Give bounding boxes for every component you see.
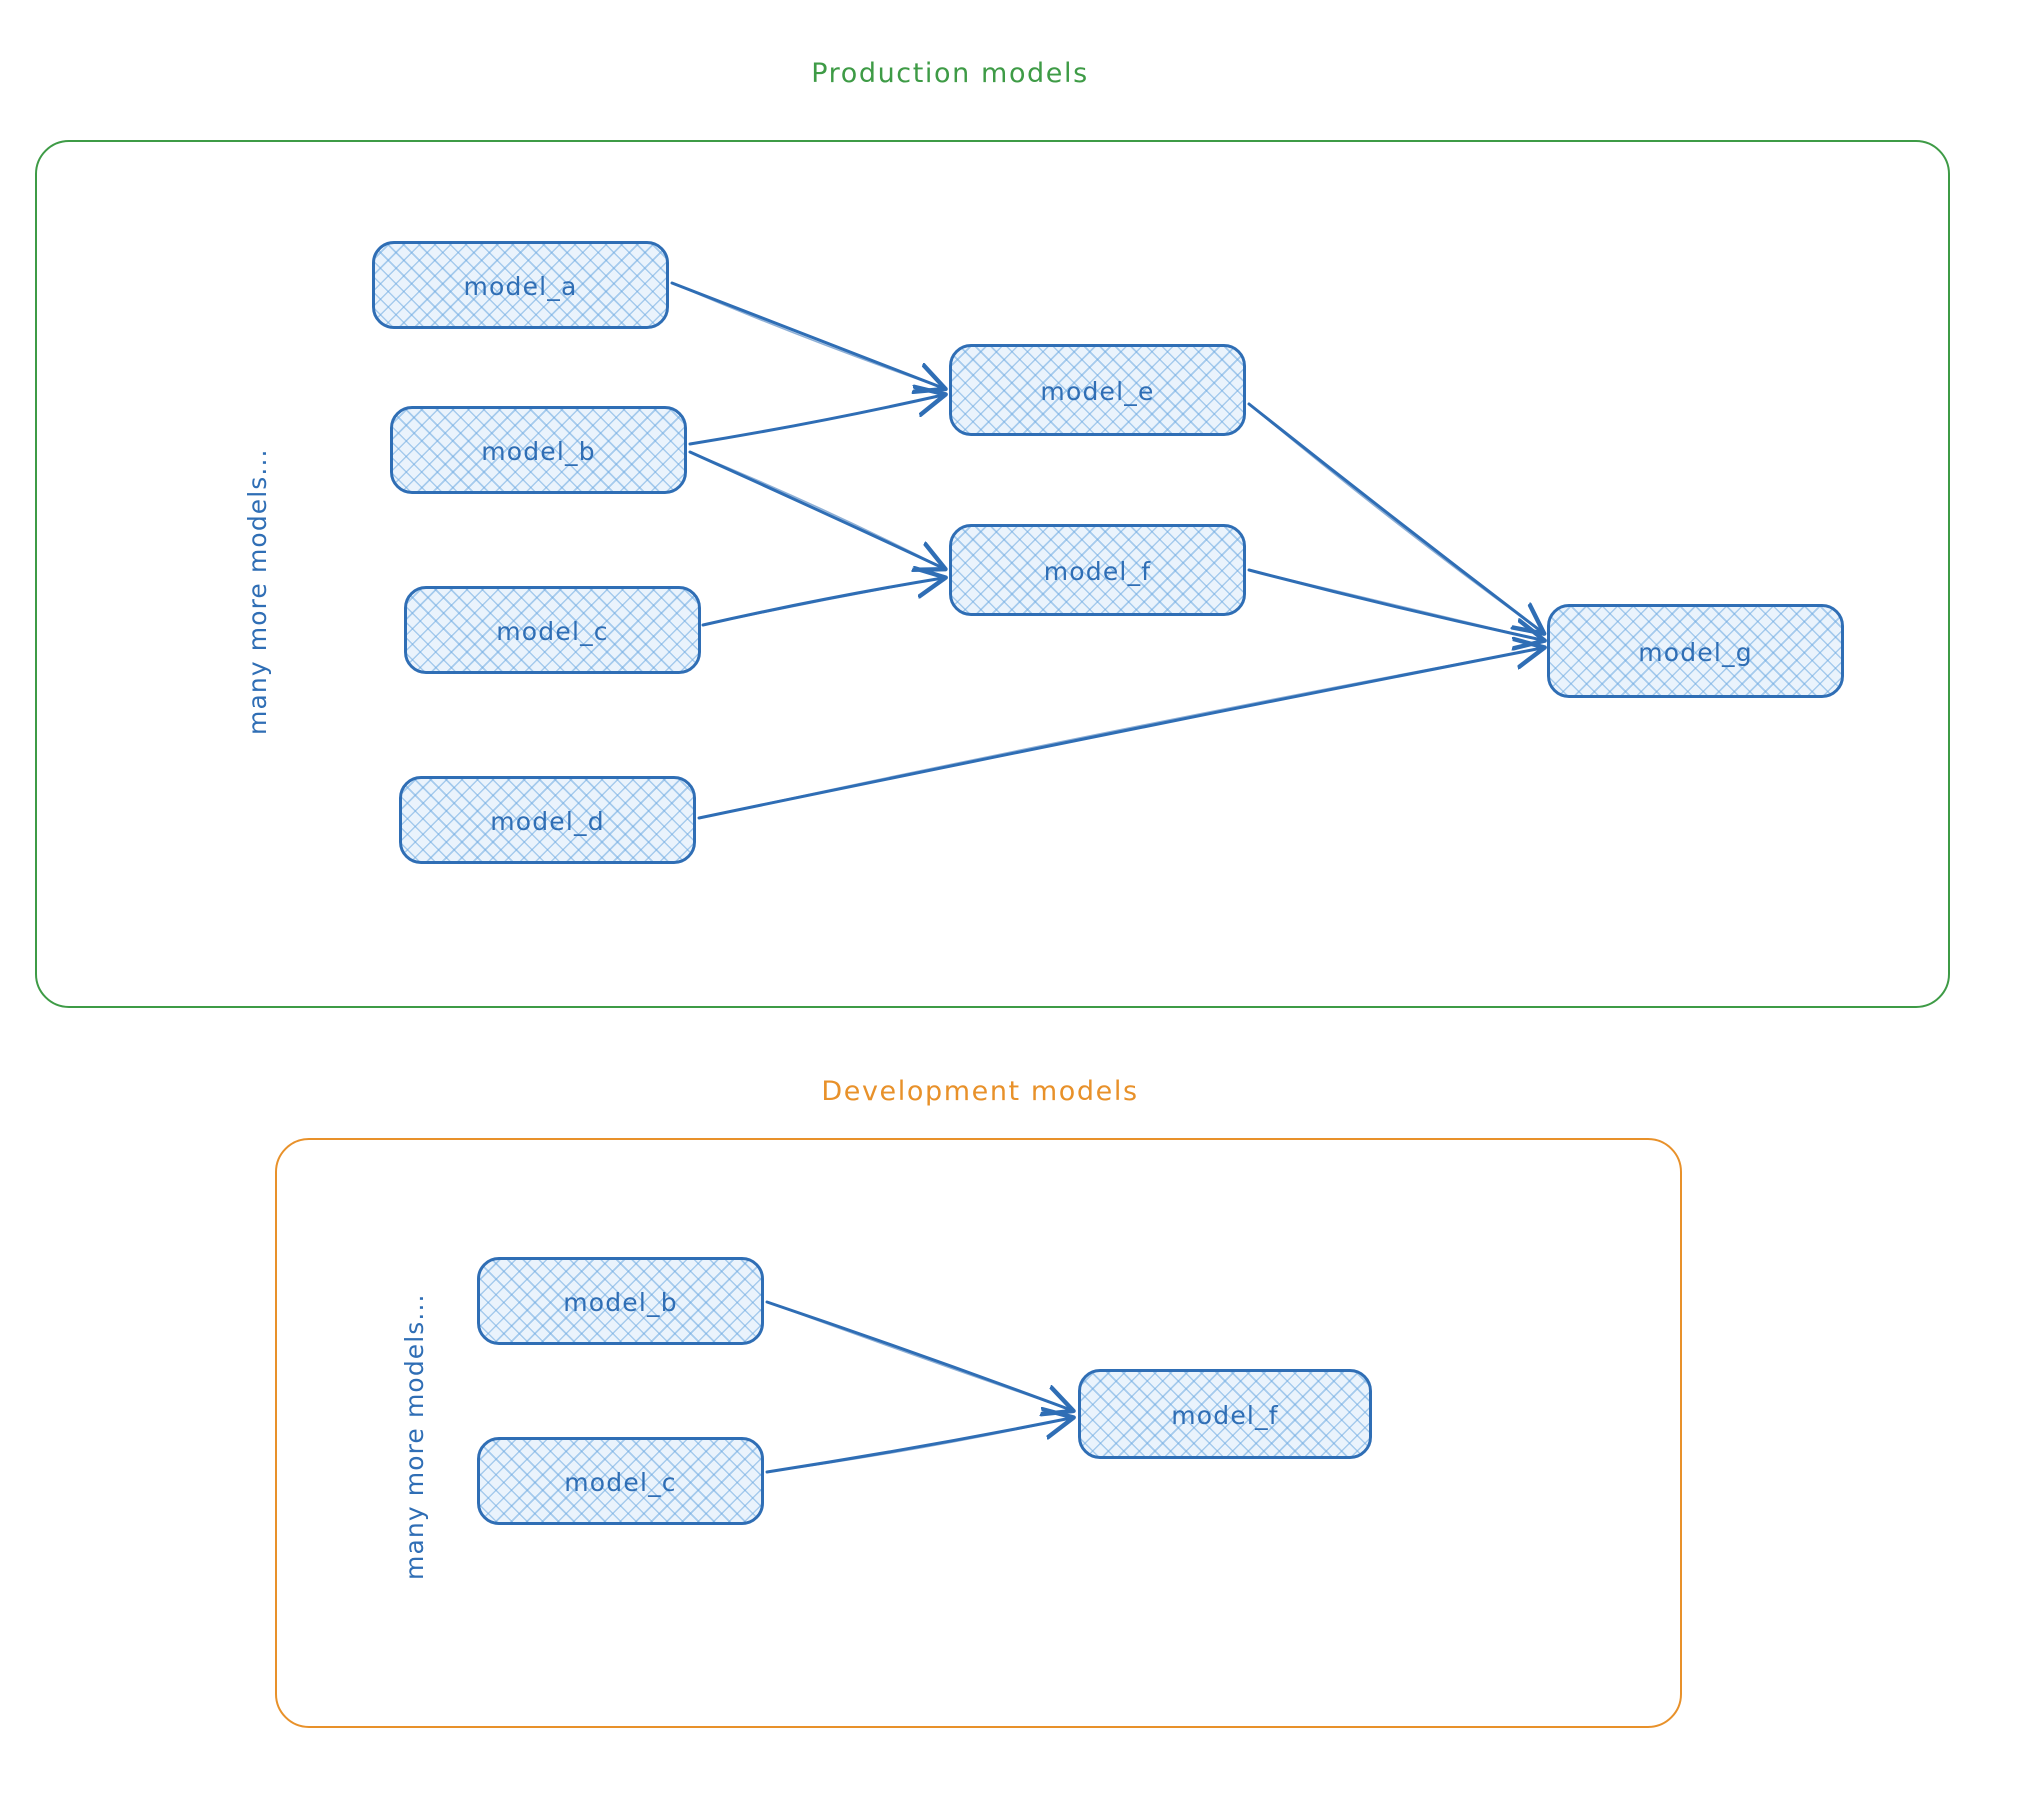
edge-prod_model_b-to-prod_model_e <box>689 394 944 445</box>
node-label: model_c <box>496 616 609 646</box>
edge-prod_model_b-to-prod_model_f <box>689 451 944 569</box>
node-prod_model_f[interactable]: model_f <box>949 524 1246 616</box>
node-label: model_c <box>564 1467 677 1497</box>
edge-prod_model_e-to-prod_model_g <box>1247 402 1542 632</box>
group-title-development: Development models <box>821 1076 1139 1107</box>
node-label: model_e <box>1040 376 1155 406</box>
node-dev_model_b[interactable]: model_b <box>477 1257 764 1345</box>
edge-prod_model_a-to-prod_model_e <box>671 282 944 389</box>
node-label: model_g <box>1638 637 1753 667</box>
node-label: model_b <box>481 436 596 466</box>
node-label: model_f <box>1043 556 1152 586</box>
edge-prod_model_d-to-prod_model_g <box>697 648 1542 820</box>
node-prod_model_c[interactable]: model_c <box>404 586 701 674</box>
edge-dev_model_c-to-dev_model_f <box>765 1418 1071 1474</box>
node-label: model_a <box>463 271 578 301</box>
node-label: model_b <box>563 1287 678 1317</box>
edge-prod_model_b-to-prod_model_e <box>688 395 943 446</box>
node-prod_model_g[interactable]: model_g <box>1547 604 1844 698</box>
node-label: model_d <box>490 806 605 836</box>
edge-prod_model_e-to-prod_model_g <box>1248 403 1543 633</box>
edge-prod_model_d-to-prod_model_g <box>698 647 1543 819</box>
edge-prod_model_a-to-prod_model_e <box>670 281 943 388</box>
edge-prod_model_f-to-prod_model_g <box>1248 569 1543 641</box>
node-dev_model_f[interactable]: model_f <box>1078 1369 1372 1459</box>
node-prod_model_e[interactable]: model_e <box>949 344 1246 436</box>
edge-dev_model_c-to-dev_model_f <box>766 1417 1072 1473</box>
node-prod_model_d[interactable]: model_d <box>399 776 696 864</box>
group-container-production <box>35 140 1950 1008</box>
edge-dev_model_b-to-dev_model_f <box>766 1301 1072 1411</box>
node-dev_model_c[interactable]: model_c <box>477 1437 764 1525</box>
edge-dev_model_b-to-dev_model_f <box>765 1300 1071 1410</box>
group-container-development <box>275 1138 1682 1728</box>
node-label: model_f <box>1171 1400 1279 1430</box>
edge-prod_model_c-to-prod_model_f <box>702 577 944 626</box>
node-prod_model_b[interactable]: model_b <box>390 406 687 494</box>
group-title-production: Production models <box>811 58 1089 89</box>
node-prod_model_a[interactable]: model_a <box>372 241 669 329</box>
edge-prod_model_b-to-prod_model_f <box>688 450 943 568</box>
